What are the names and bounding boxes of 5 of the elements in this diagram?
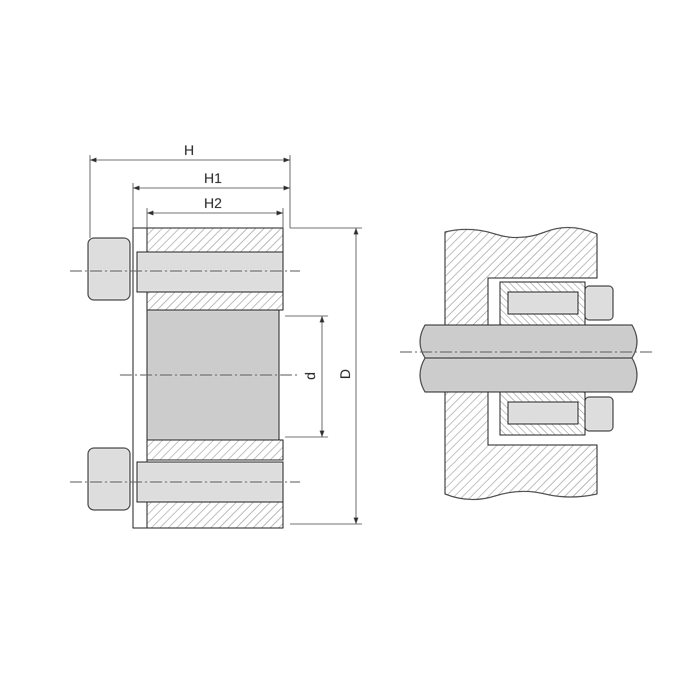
dimension-label: D bbox=[337, 368, 354, 380]
dimension-label: d bbox=[302, 372, 318, 380]
dimension-label: H1 bbox=[204, 170, 222, 186]
dimension-label: H2 bbox=[204, 195, 222, 211]
dimension-label: H bbox=[184, 142, 194, 158]
